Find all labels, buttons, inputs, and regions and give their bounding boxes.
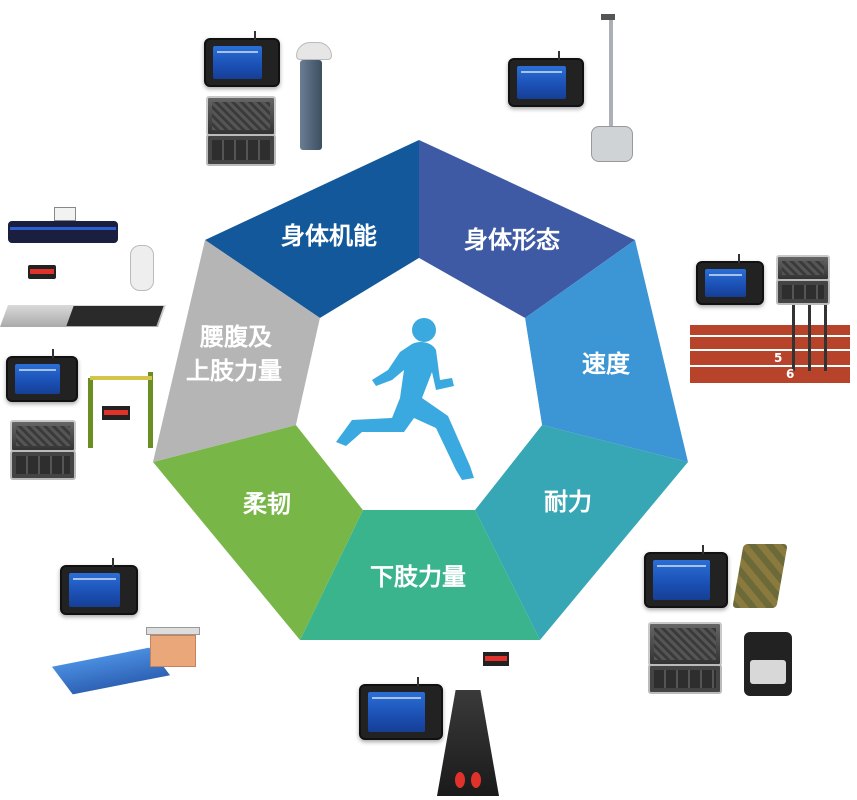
label-core-strength-line2: 上肢力量	[186, 357, 282, 385]
segment-lower-limb-strength[interactable]	[300, 510, 540, 640]
label-core-strength-line1: 腰腹及	[199, 323, 272, 351]
long-jump-mat-icon	[355, 650, 525, 798]
segment-endurance[interactable]	[475, 425, 688, 640]
height-weight-scale-icon	[505, 10, 645, 162]
segment-flexibility[interactable]	[153, 425, 363, 640]
segment-body-shape[interactable]	[419, 140, 635, 318]
running-person-icon	[336, 318, 474, 480]
lane-number-6: 6	[786, 367, 795, 381]
endurance-run-kit-icon	[640, 540, 800, 705]
pull-up-bar-icon	[4, 349, 164, 480]
sprint-timing-gates-icon: 5 6	[690, 254, 850, 390]
label-flexibility: 柔韧	[243, 490, 291, 518]
label-speed: 速度	[582, 350, 631, 378]
label-body-shape: 身体形态	[464, 226, 560, 254]
segment-body-function[interactable]	[205, 140, 419, 318]
label-body-function: 身体机能	[281, 222, 377, 250]
segment-speed[interactable]	[525, 240, 688, 462]
lane-number-5: 5	[774, 351, 783, 365]
label-endurance: 耐力	[544, 488, 592, 516]
segment-core-upper-limb-strength[interactable]	[153, 240, 320, 462]
sit-up-board-icon	[0, 205, 167, 330]
sit-and-reach-tester-icon	[50, 558, 210, 695]
vital-capacity-tester-icon	[200, 31, 350, 166]
label-lower-limb-strength: 下肢力量	[370, 563, 466, 591]
